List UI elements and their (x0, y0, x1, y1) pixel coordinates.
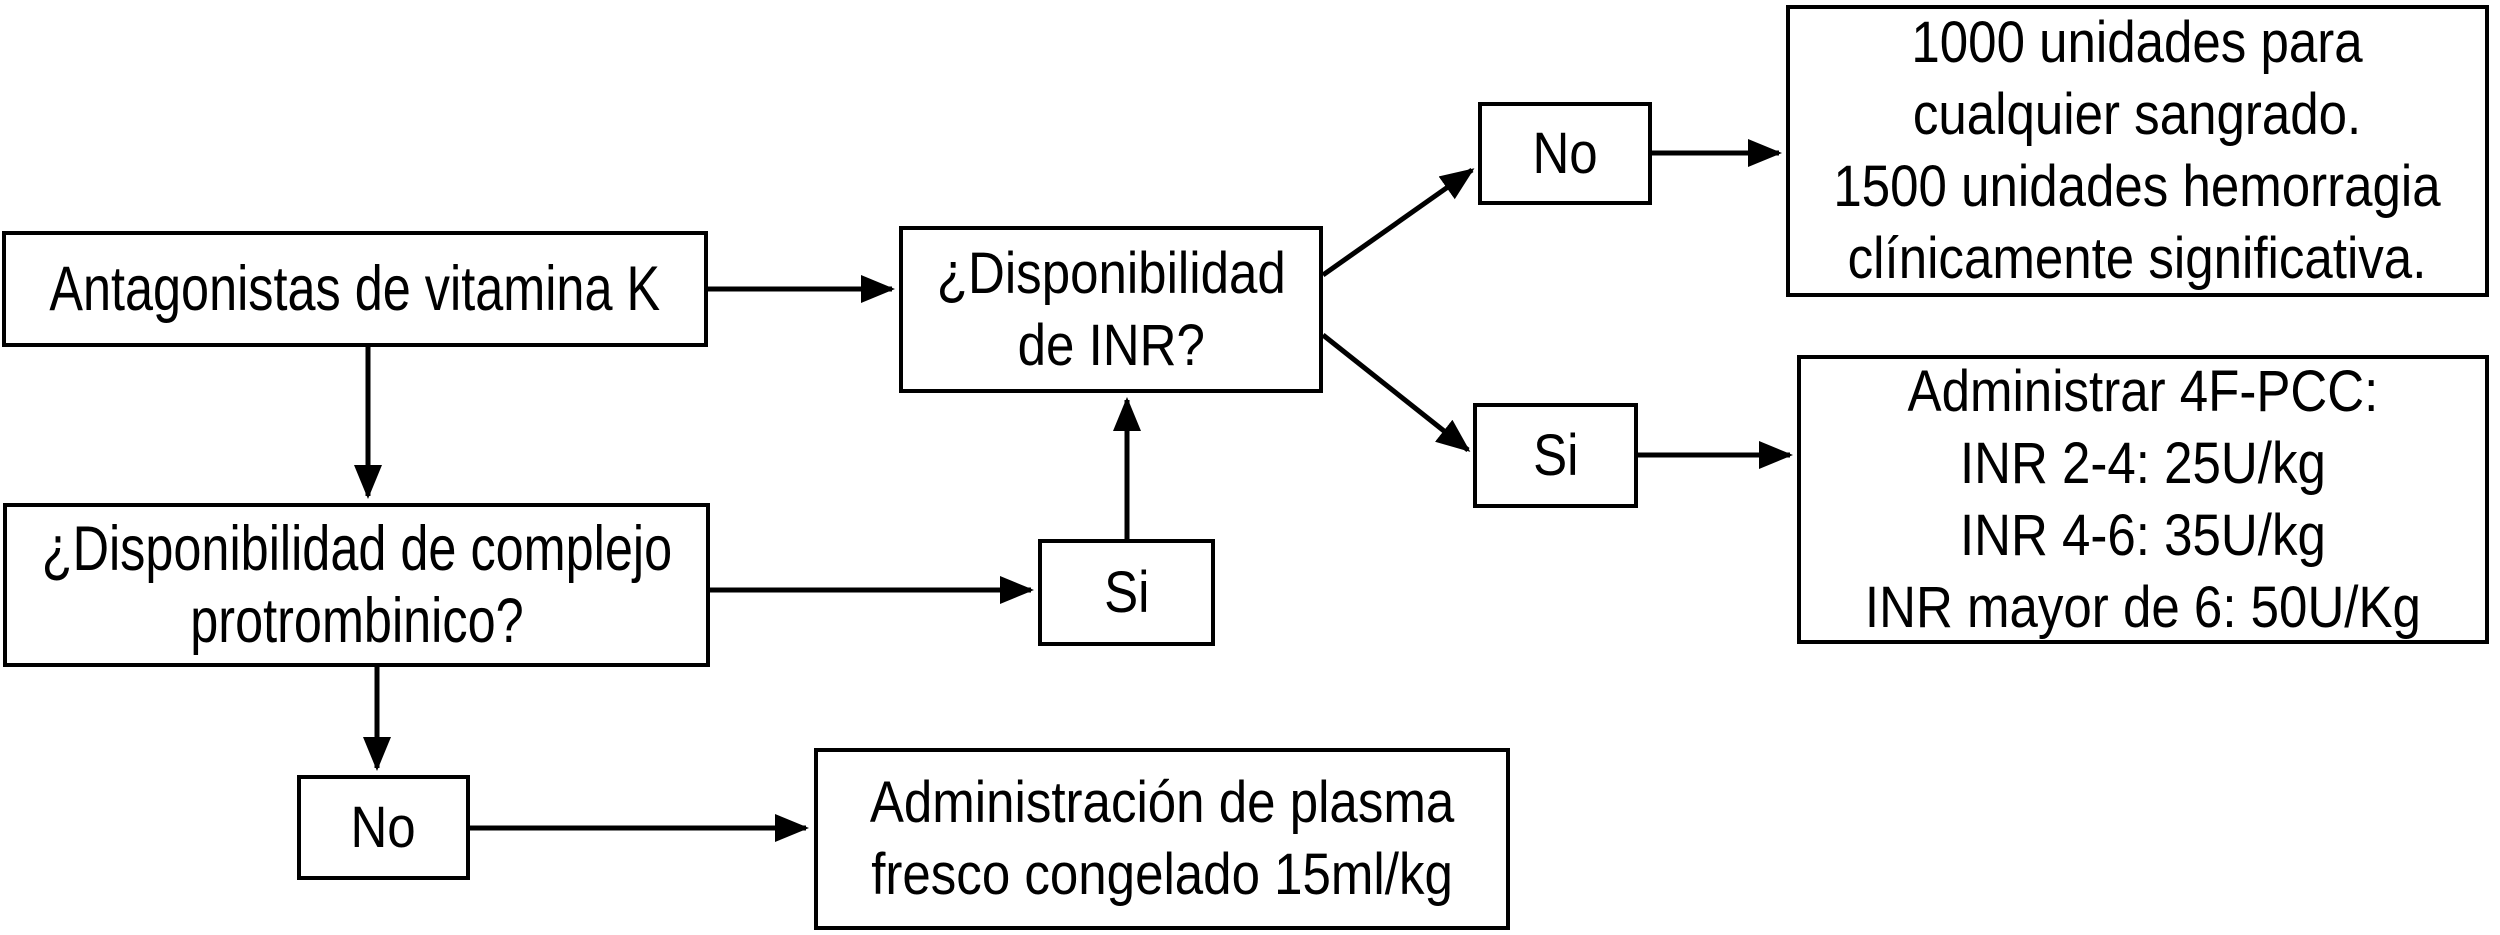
node-label: clínicamente significativa. (1848, 226, 2427, 291)
node-disponibilidad-inr: ¿Disponibilidad de INR? (899, 226, 1323, 393)
node-label: cualquier sangrado. (1913, 82, 2362, 147)
node-si-complejo: Si (1038, 539, 1215, 646)
node-label: Antagonistas de vitamina K (49, 254, 661, 324)
node-label: No (1532, 120, 1598, 186)
node-label: protrombinico? (189, 586, 524, 656)
node-no-inr: No (1478, 102, 1652, 205)
node-label: de INR? (1017, 312, 1205, 378)
node-label: INR 4-6: 35U/kg (1960, 502, 2326, 568)
node-label: fresco congelado 15ml/kg (871, 842, 1453, 907)
node-no-complejo: No (297, 775, 470, 880)
node-si-inr: Si (1473, 403, 1638, 508)
node-label: ¿Disponibilidad de complejo (41, 514, 672, 584)
node-label: ¿Disponibilidad (936, 240, 1286, 306)
arrow-inr-to-no (1321, 167, 1475, 278)
node-antagonistas-vitamina-k: Antagonistas de vitamina K (2, 231, 708, 347)
node-label: Si (1103, 559, 1150, 625)
node-label: INR mayor de 6: 50U/Kg (1864, 574, 2421, 640)
node-label: No (350, 794, 417, 860)
node-label: Administrar 4F-PCC: (1907, 358, 2379, 424)
node-dosis-unidades: 1000 unidades para cualquier sangrado. 1… (1786, 5, 2489, 297)
node-label: INR 2-4: 25U/kg (1960, 430, 2326, 496)
node-administrar-4f-pcc: Administrar 4F-PCC: INR 2-4: 25U/kg INR … (1797, 355, 2489, 644)
node-label: Administración de plasma (869, 770, 1455, 835)
node-disponibilidad-complejo-protrombinico: ¿Disponibilidad de complejo protrombinic… (3, 503, 710, 667)
node-label: 1500 unidades hemorragia (1833, 154, 2442, 219)
node-label: 1000 unidades para (1911, 10, 2364, 75)
node-plasma-fresco: Administración de plasma fresco congelad… (814, 748, 1510, 930)
node-label: Si (1532, 422, 1579, 488)
arrow-inr-to-si (1321, 333, 1471, 452)
